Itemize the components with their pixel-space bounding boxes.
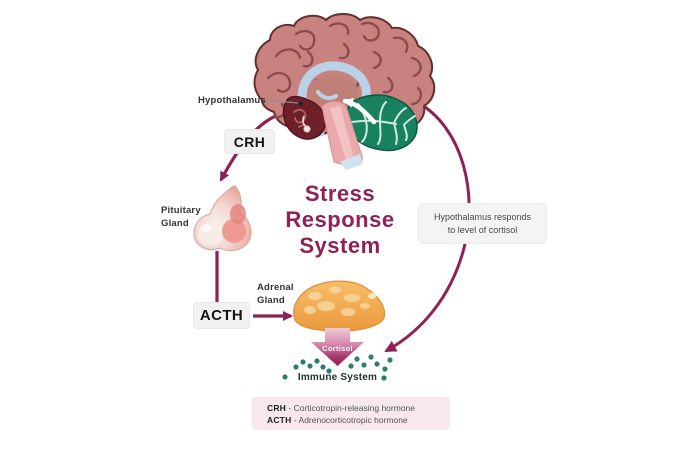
feedback-curve-arrow — [384, 100, 471, 353]
adrenal-gland-illustration — [293, 280, 386, 332]
pituitary-gland-illustration — [193, 185, 252, 252]
legend-box: CRH - Corticotropin-releasing hormone AC… — [252, 397, 450, 430]
fornix-line — [316, 90, 338, 101]
crh-label-box: CRH — [224, 129, 275, 154]
page-title: Stress Response System — [285, 181, 395, 258]
brain-illustration — [253, 13, 436, 170]
blue-sliver-below-stem — [340, 154, 363, 170]
hypothalamus-pointer-line — [265, 99, 299, 104]
adrenal-gland-label: Adrenal Gland — [257, 282, 294, 306]
cortisol-label: Cortisol — [322, 344, 353, 353]
immune-dots — [282, 354, 393, 381]
hypothalamus-pointer-dot — [299, 102, 303, 106]
acth-label-box: ACTH — [193, 302, 250, 329]
brainstem-highlight — [330, 106, 354, 160]
white-feedback-arrow-icon — [342, 97, 377, 125]
acth-label: ACTH — [199, 307, 244, 324]
legend-item-crh: CRH - Corticotropin-releasing hormone — [267, 402, 416, 413]
immune-system-label: Immune System — [297, 372, 378, 383]
feedback-note-box: Hypothalamus responds to level of cortis… — [418, 203, 547, 244]
hypothalamus-label: Hypothalamus — [198, 95, 266, 106]
cortisol-arrow-icon — [311, 328, 364, 366]
pituitary-dot — [303, 125, 311, 133]
crh-label: CRH — [233, 133, 266, 150]
pituitary-gland-label: Pituitary Gland — [161, 205, 201, 229]
corpus-callosum — [297, 61, 371, 109]
legend-item-acth: ACTH - Adrenocorticotropic hormone — [267, 414, 408, 425]
